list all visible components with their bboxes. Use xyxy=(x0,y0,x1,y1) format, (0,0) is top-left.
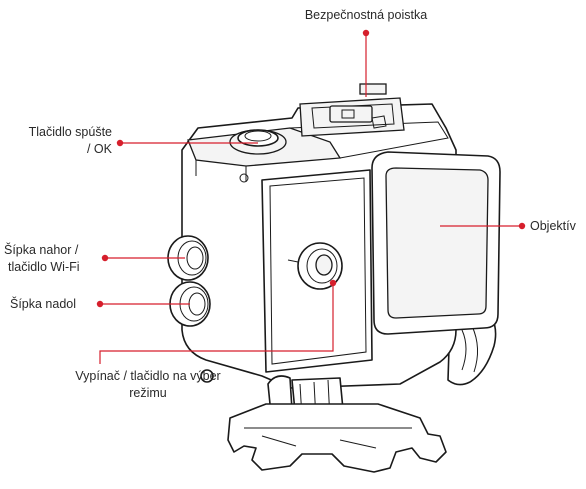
power-mode-button xyxy=(287,242,343,290)
shutter-button xyxy=(229,129,287,155)
camera-case-illustration xyxy=(167,83,501,473)
label-down: Šípka nadol xyxy=(10,296,76,311)
label-up-line2: tlačidlo Wi-Fi xyxy=(8,260,80,274)
mount-base xyxy=(227,403,447,473)
label-lens: Objektív xyxy=(530,219,577,233)
label-up-line1: Šípka nahor / xyxy=(4,242,79,257)
label-power-line2: režimu xyxy=(129,386,167,400)
label-shutter-line1: Tlačidlo spúšte xyxy=(29,125,112,139)
callout-labels: Bezpečnostná poistka Tlačidlo spúšte / O… xyxy=(4,8,577,400)
lens-window xyxy=(371,151,501,335)
safety-latch xyxy=(299,83,405,137)
callout-lines xyxy=(96,29,526,364)
label-power-line1: Vypínač / tlačidlo na výber xyxy=(75,369,220,383)
label-safety-latch: Bezpečnostná poistka xyxy=(305,8,427,22)
lanyard-loop xyxy=(200,369,214,383)
label-shutter-line2: / OK xyxy=(87,142,113,156)
